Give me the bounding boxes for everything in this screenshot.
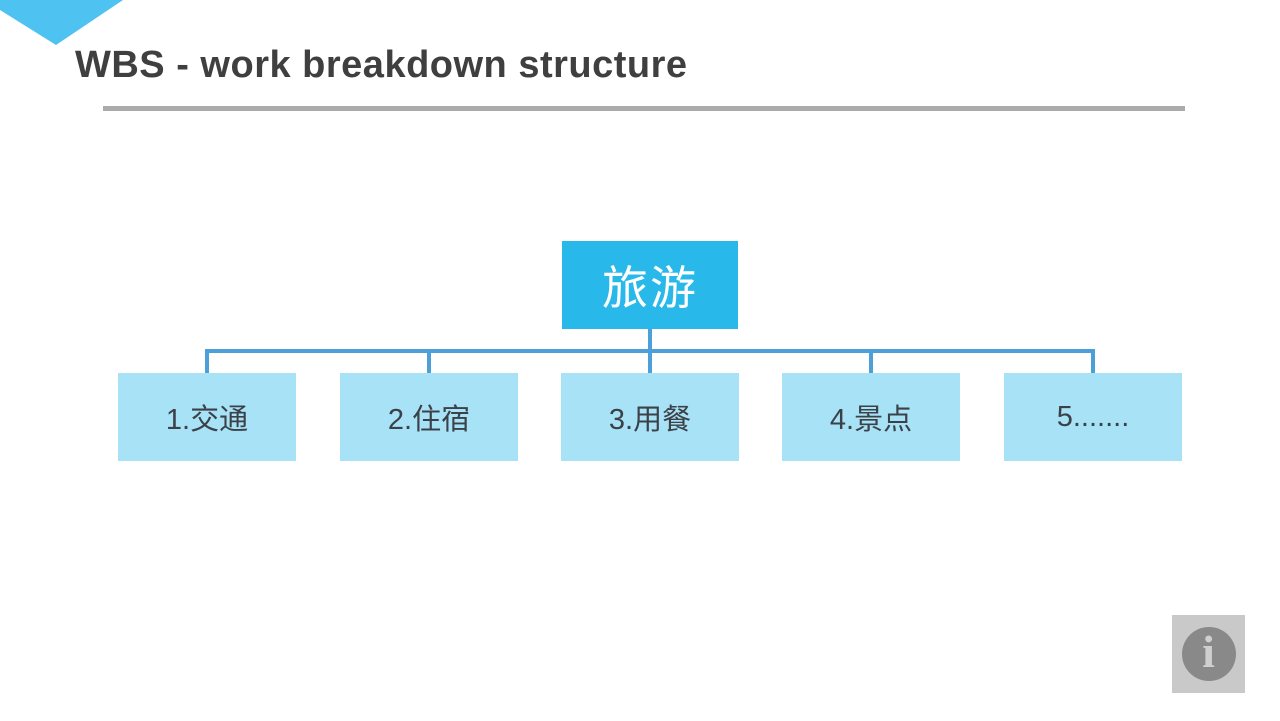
title-divider [103,106,1185,111]
info-logo-icon: i [1181,626,1236,681]
diagram-child-node-dining: 3.用餐 [561,373,739,461]
diagram-child-node-attractions: 4.景点 [782,373,960,461]
diagram-root-node: 旅游 [562,241,738,329]
diagram-child-node-etc: 5....... [1004,373,1182,461]
chevron-decoration-icon [0,0,123,45]
diagram-child-node-transport: 1.交通 [118,373,296,461]
info-logo-glyph: i [1202,626,1215,677]
diagram-child-node-lodging: 2.住宿 [340,373,518,461]
slide-title: WBS - work breakdown structure [75,44,688,86]
watermark-logo: i [1172,615,1245,693]
